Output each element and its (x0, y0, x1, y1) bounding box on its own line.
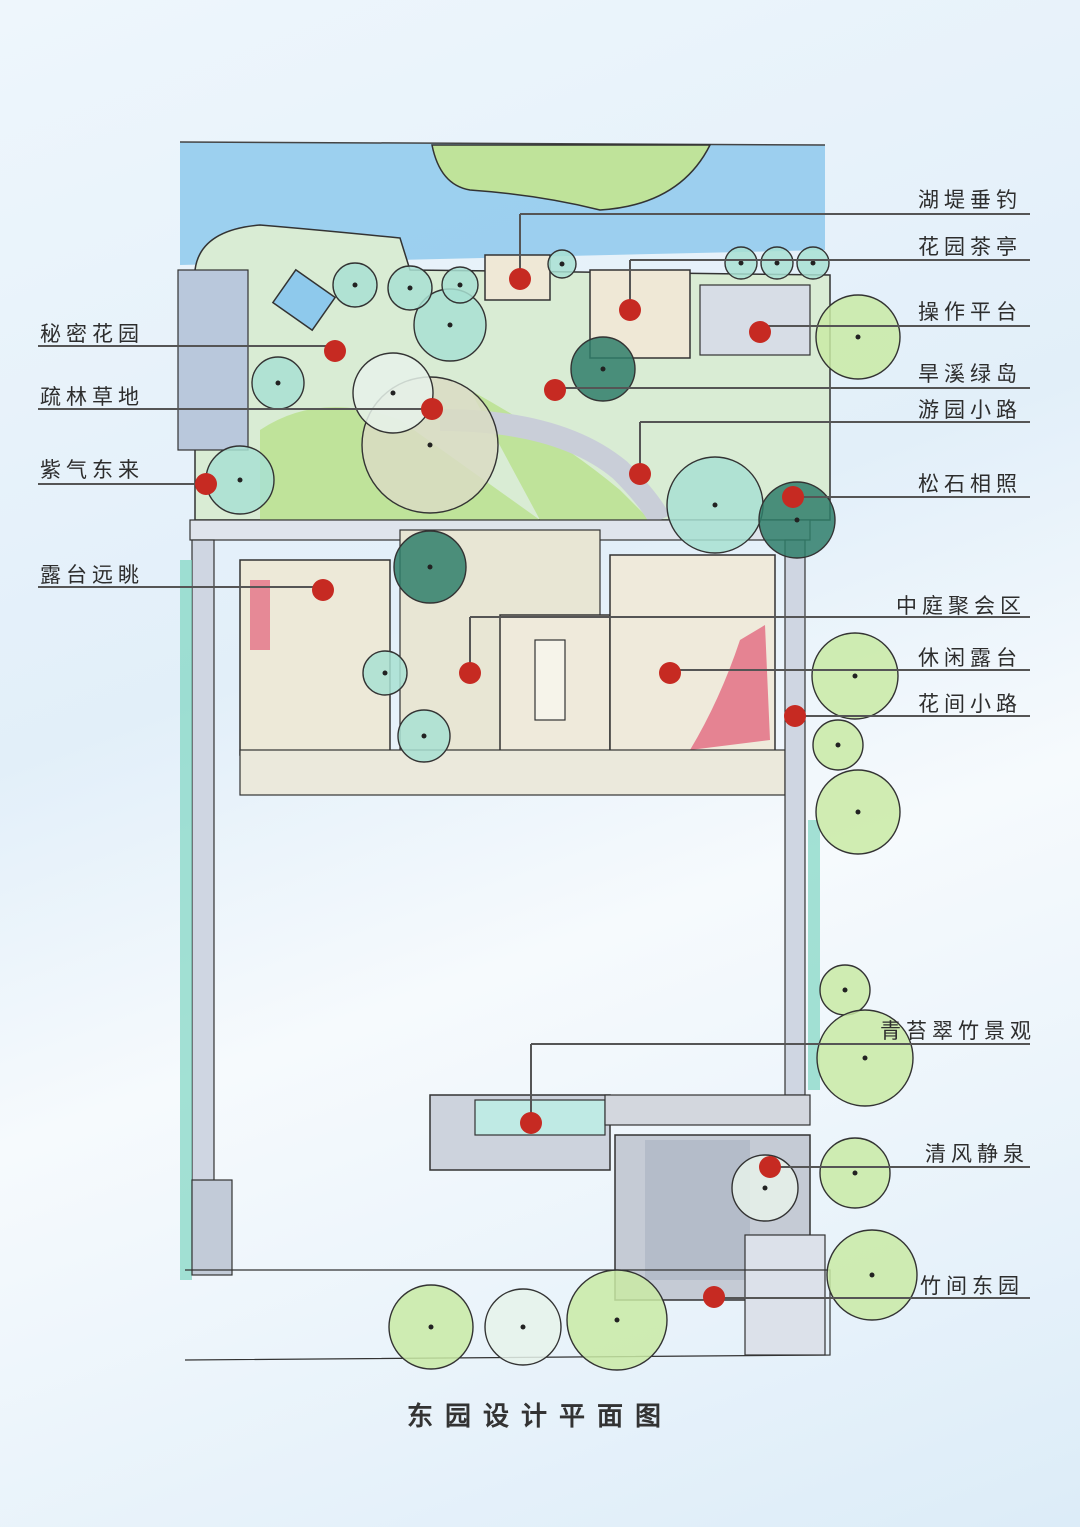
marker-courtyard-gathering (459, 662, 481, 684)
marker-operation-platform (749, 321, 771, 343)
label-operation-platform: 操作平台 (918, 300, 1022, 324)
marker-garden-tea-pavilion (619, 299, 641, 321)
label-bamboo-east-garden: 竹间东园 (920, 1274, 1024, 1298)
marker-bamboo-east-garden (703, 1286, 725, 1308)
trees (205, 246, 918, 1371)
marker-breeze-quiet-spring (759, 1156, 781, 1178)
label-garden-path: 游园小路 (918, 398, 1022, 422)
location-markers (195, 268, 806, 1308)
marker-purple-from-east (195, 473, 217, 495)
marker-dry-creek-green-island (544, 379, 566, 401)
label-dry-creek-green-island: 旱溪绿岛 (918, 362, 1022, 386)
marker-secret-garden (324, 340, 346, 362)
label-secret-garden: 秘密花园 (40, 322, 144, 346)
label-courtyard-gathering: 中庭聚会区 (896, 594, 1026, 618)
label-leisure-terrace: 休闲露台 (918, 646, 1022, 670)
plan-title: 东园设计平面图 (406, 1402, 673, 1432)
marker-leisure-terrace (659, 662, 681, 684)
marker-sparse-woods-lawn (421, 398, 443, 420)
label-moss-bamboo-landscape: 青苔翠竹景观 (880, 1019, 1036, 1043)
marker-garden-path (629, 463, 651, 485)
marker-flower-path (784, 705, 806, 727)
label-pine-and-rock: 松石相照 (918, 472, 1022, 496)
label-sparse-woods-lawn: 疏林草地 (40, 385, 144, 409)
label-garden-tea-pavilion: 花园茶亭 (918, 235, 1022, 259)
label-purple-from-east: 紫气东来 (40, 458, 144, 482)
marker-moss-bamboo-landscape (520, 1112, 542, 1134)
label-lakeside-fishing: 湖堤垂钓 (918, 188, 1022, 212)
label-terrace-view: 露台远眺 (40, 563, 144, 587)
marker-pine-and-rock (782, 486, 804, 508)
label-breeze-quiet-spring: 清风静泉 (925, 1142, 1029, 1166)
marker-terrace-view (312, 579, 334, 601)
label-flower-path: 花间小路 (918, 692, 1022, 716)
marker-lakeside-fishing (509, 268, 531, 290)
